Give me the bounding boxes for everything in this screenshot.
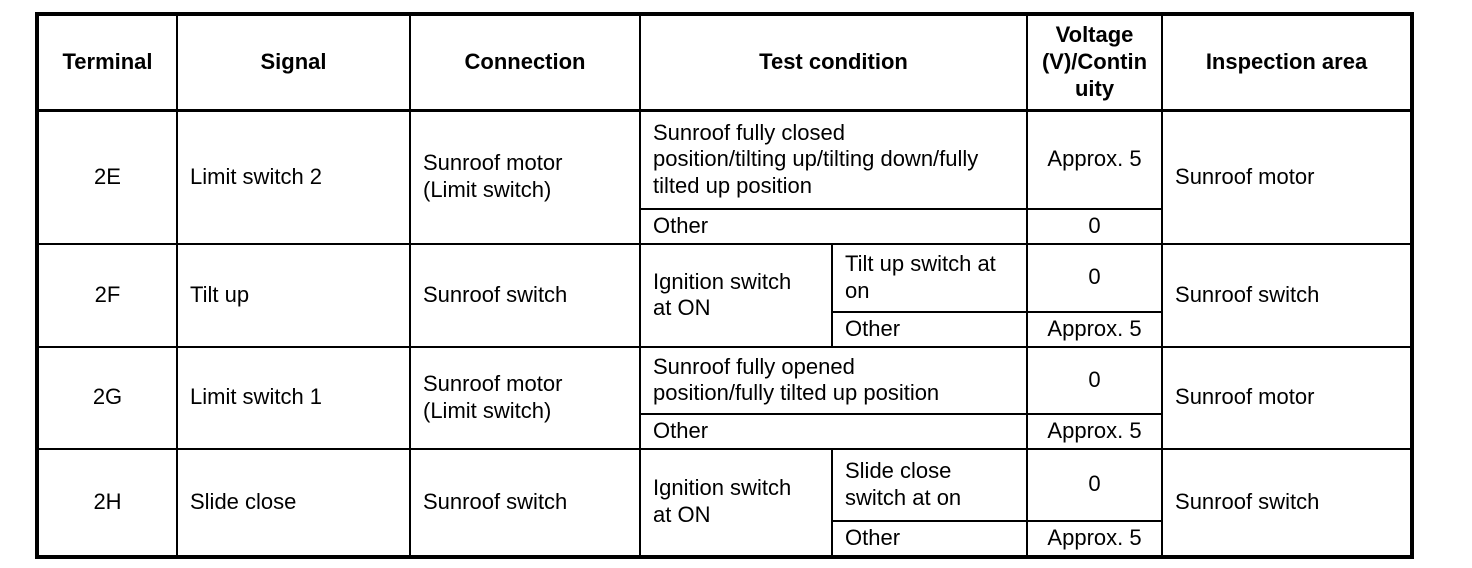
cell-test-condition-other: Other	[638, 208, 1029, 245]
cell-signal: Slide close	[176, 447, 411, 558]
cell-test-condition-left: Ignition switch at ON	[639, 242, 833, 348]
table-subrow: Other Approx. 5	[37, 519, 1412, 558]
cell-signal: Limit switch 2	[176, 109, 411, 245]
header-voltage-continuity: Voltage (V)/Contin uity	[1026, 13, 1164, 112]
cell-voltage: Approx. 5	[1026, 412, 1164, 450]
cell-test-condition: Sunroof fully closed position/tilting up…	[638, 109, 1029, 210]
cell-inspection-area: Sunroof motor	[1161, 345, 1414, 450]
table-row: 2F Tilt up Sunroof switch Ignition switc…	[36, 242, 1414, 348]
header-signal: Signal	[176, 13, 411, 112]
header-inspection-area: Inspection area	[1161, 13, 1414, 112]
cell-terminal: 2F	[36, 242, 178, 348]
cell-test-condition-other: Other	[830, 310, 1029, 348]
cell-connection: Sunroof motor (Limit switch)	[409, 109, 641, 245]
cell-test-condition: Sunroof fully opened position/fully tilt…	[638, 345, 1029, 415]
cell-connection: Sunroof switch	[409, 447, 641, 558]
cell-signal: Tilt up	[176, 242, 411, 348]
cell-terminal: 2E	[36, 109, 178, 245]
cell-voltage: Approx. 5	[1026, 109, 1164, 210]
cell-test-condition-other: Other	[638, 412, 1029, 450]
header-terminal: Terminal	[36, 13, 178, 112]
table-row: 2G Limit switch 1 Sunroof motor (Limit s…	[36, 345, 1414, 450]
table-row: 2E Limit switch 2 Sunroof motor (Limit s…	[36, 109, 1414, 245]
cell-voltage: 0	[1026, 242, 1164, 313]
cell-voltage: 0	[1026, 345, 1164, 415]
header-row: Terminal Signal Connection Test conditio…	[36, 13, 1414, 112]
header-test-condition: Test condition	[638, 13, 1029, 112]
header-connection: Connection	[409, 13, 641, 112]
cell-test-condition-sub: Tilt up switch at on	[830, 242, 1029, 313]
cell-inspection-area: Sunroof switch	[1161, 242, 1414, 348]
cell-connection: Sunroof switch	[409, 242, 641, 348]
cell-test-condition-other: Other	[830, 519, 1029, 558]
table-subrow: Other Approx. 5	[37, 310, 1412, 348]
cell-terminal: 2G	[36, 345, 178, 450]
cell-connection: Sunroof motor (Limit switch)	[409, 345, 641, 450]
cell-inspection-area: Sunroof switch	[1161, 447, 1414, 558]
cell-voltage: Approx. 5	[1026, 310, 1164, 348]
cell-signal: Limit switch 1	[176, 345, 411, 450]
cell-terminal: 2H	[36, 447, 178, 558]
terminal-spec-table: Terminal Signal Connection Test conditio…	[35, 12, 1415, 559]
table-subrow: Other 0	[37, 208, 1412, 245]
cell-test-condition-sub: Slide close switch at on	[830, 447, 1029, 522]
cell-test-condition-left: Ignition switch at ON	[639, 447, 833, 558]
cell-inspection-area: Sunroof motor	[1161, 109, 1414, 245]
table-row: 2H Slide close Sunroof switch Ignition s…	[36, 447, 1414, 558]
cell-voltage: Approx. 5	[1026, 519, 1164, 558]
cell-voltage: 0	[1026, 447, 1164, 522]
table-subrow: Other Approx. 5	[37, 412, 1412, 450]
cell-voltage: 0	[1026, 208, 1164, 245]
